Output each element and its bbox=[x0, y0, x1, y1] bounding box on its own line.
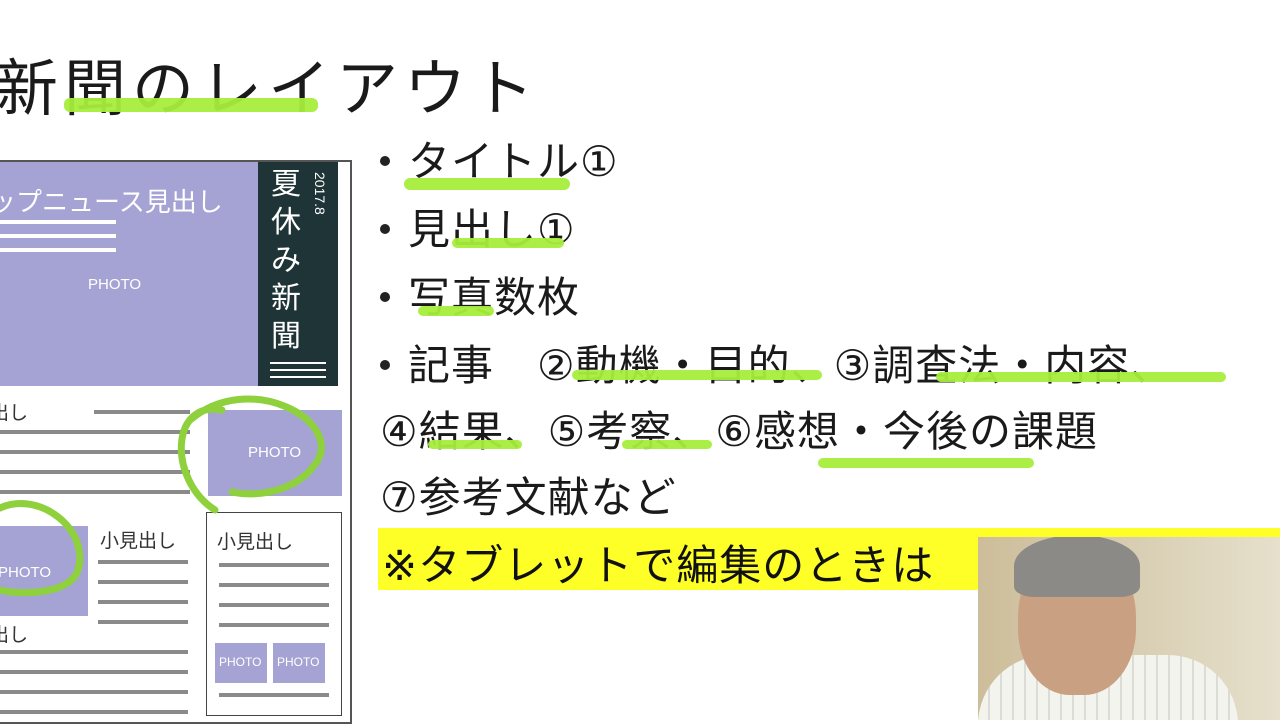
bullet-title: タイトル① bbox=[380, 128, 619, 189]
text-line bbox=[0, 430, 190, 434]
text-line bbox=[0, 450, 190, 454]
text-line bbox=[219, 623, 329, 627]
paper-date: 2017.8 bbox=[312, 172, 328, 215]
highlight bbox=[622, 440, 712, 449]
article-line-2: ④結果、⑤考察、⑥感想・今後の課題 bbox=[380, 407, 1098, 456]
article-box: 小見出し PHOTO PHOTO bbox=[206, 512, 342, 716]
highlight bbox=[418, 306, 494, 316]
title-rule bbox=[270, 369, 326, 371]
headline-bar bbox=[0, 248, 116, 252]
text-line bbox=[98, 560, 188, 564]
note-text: ※タブレットで編集のときは bbox=[382, 541, 935, 590]
text-line bbox=[0, 650, 188, 654]
title-highlight bbox=[64, 98, 318, 112]
annotation-circle bbox=[0, 500, 84, 597]
text-line bbox=[0, 670, 188, 674]
photo-label: PHOTO bbox=[219, 655, 262, 669]
presenter-hair bbox=[1014, 537, 1140, 597]
text-line bbox=[219, 603, 329, 607]
annotation-circles bbox=[0, 395, 325, 597]
highlight bbox=[936, 372, 1226, 382]
small-heading: 小見出し bbox=[217, 531, 294, 553]
bullet-dot bbox=[380, 223, 390, 234]
text-line bbox=[219, 693, 329, 697]
small-heading: 小見出し bbox=[100, 530, 177, 552]
annotation-circle bbox=[177, 395, 325, 514]
paper-title: 夏休み新聞 bbox=[271, 167, 301, 354]
title-rule bbox=[270, 362, 326, 364]
photo-label: PHOTO bbox=[88, 276, 142, 293]
text-line bbox=[98, 580, 188, 584]
text-line bbox=[98, 600, 188, 604]
newspaper-layout: ップニュース見出し PHOTO 夏休み新聞 2017.8 出し PHOTO PH… bbox=[0, 160, 352, 724]
top-news-photo: ップニュース見出し PHOTO bbox=[0, 162, 258, 386]
photo-label: PHOTO bbox=[248, 444, 302, 461]
bullet-dot bbox=[380, 359, 390, 370]
sub-heading: 出し bbox=[0, 624, 29, 646]
bullet-dot bbox=[380, 155, 390, 166]
text-line bbox=[94, 410, 190, 414]
bullet-dot bbox=[380, 291, 390, 302]
photo-label: PHOTO bbox=[277, 655, 320, 669]
article-line-3: ⑦参考文献など bbox=[380, 473, 677, 522]
paper-title-band: 夏休み新聞 2017.8 bbox=[258, 162, 338, 386]
text-line bbox=[0, 710, 188, 714]
text-line bbox=[219, 583, 329, 587]
photo-box: PHOTO bbox=[215, 643, 267, 683]
highlight bbox=[818, 458, 1034, 468]
text-line bbox=[98, 620, 188, 624]
bullet-article: 記事 ②動機・目的、③調査法・内容、 bbox=[380, 332, 1173, 393]
headline-bar bbox=[0, 234, 116, 238]
title-rule bbox=[270, 376, 326, 378]
highlight bbox=[572, 370, 822, 380]
bullet-text: 記事 ②動機・目的、③調査法・内容、 bbox=[408, 341, 1174, 390]
slide-title: 新聞のレイアウト bbox=[0, 52, 541, 125]
highlight bbox=[452, 238, 564, 248]
text-line bbox=[0, 470, 190, 474]
headline-bar bbox=[0, 220, 116, 224]
sub-heading: 出し bbox=[0, 402, 29, 424]
text-line bbox=[219, 563, 329, 567]
photo-label: PHOTO bbox=[0, 564, 52, 581]
top-headline: ップニュース見出し bbox=[0, 188, 223, 218]
photo-box: PHOTO bbox=[273, 643, 325, 683]
highlight bbox=[404, 178, 570, 190]
text-line bbox=[0, 490, 190, 494]
bullet-text: タイトル① bbox=[408, 137, 619, 186]
presenter-webcam bbox=[978, 537, 1280, 720]
text-line bbox=[0, 690, 188, 694]
highlight bbox=[428, 440, 522, 449]
